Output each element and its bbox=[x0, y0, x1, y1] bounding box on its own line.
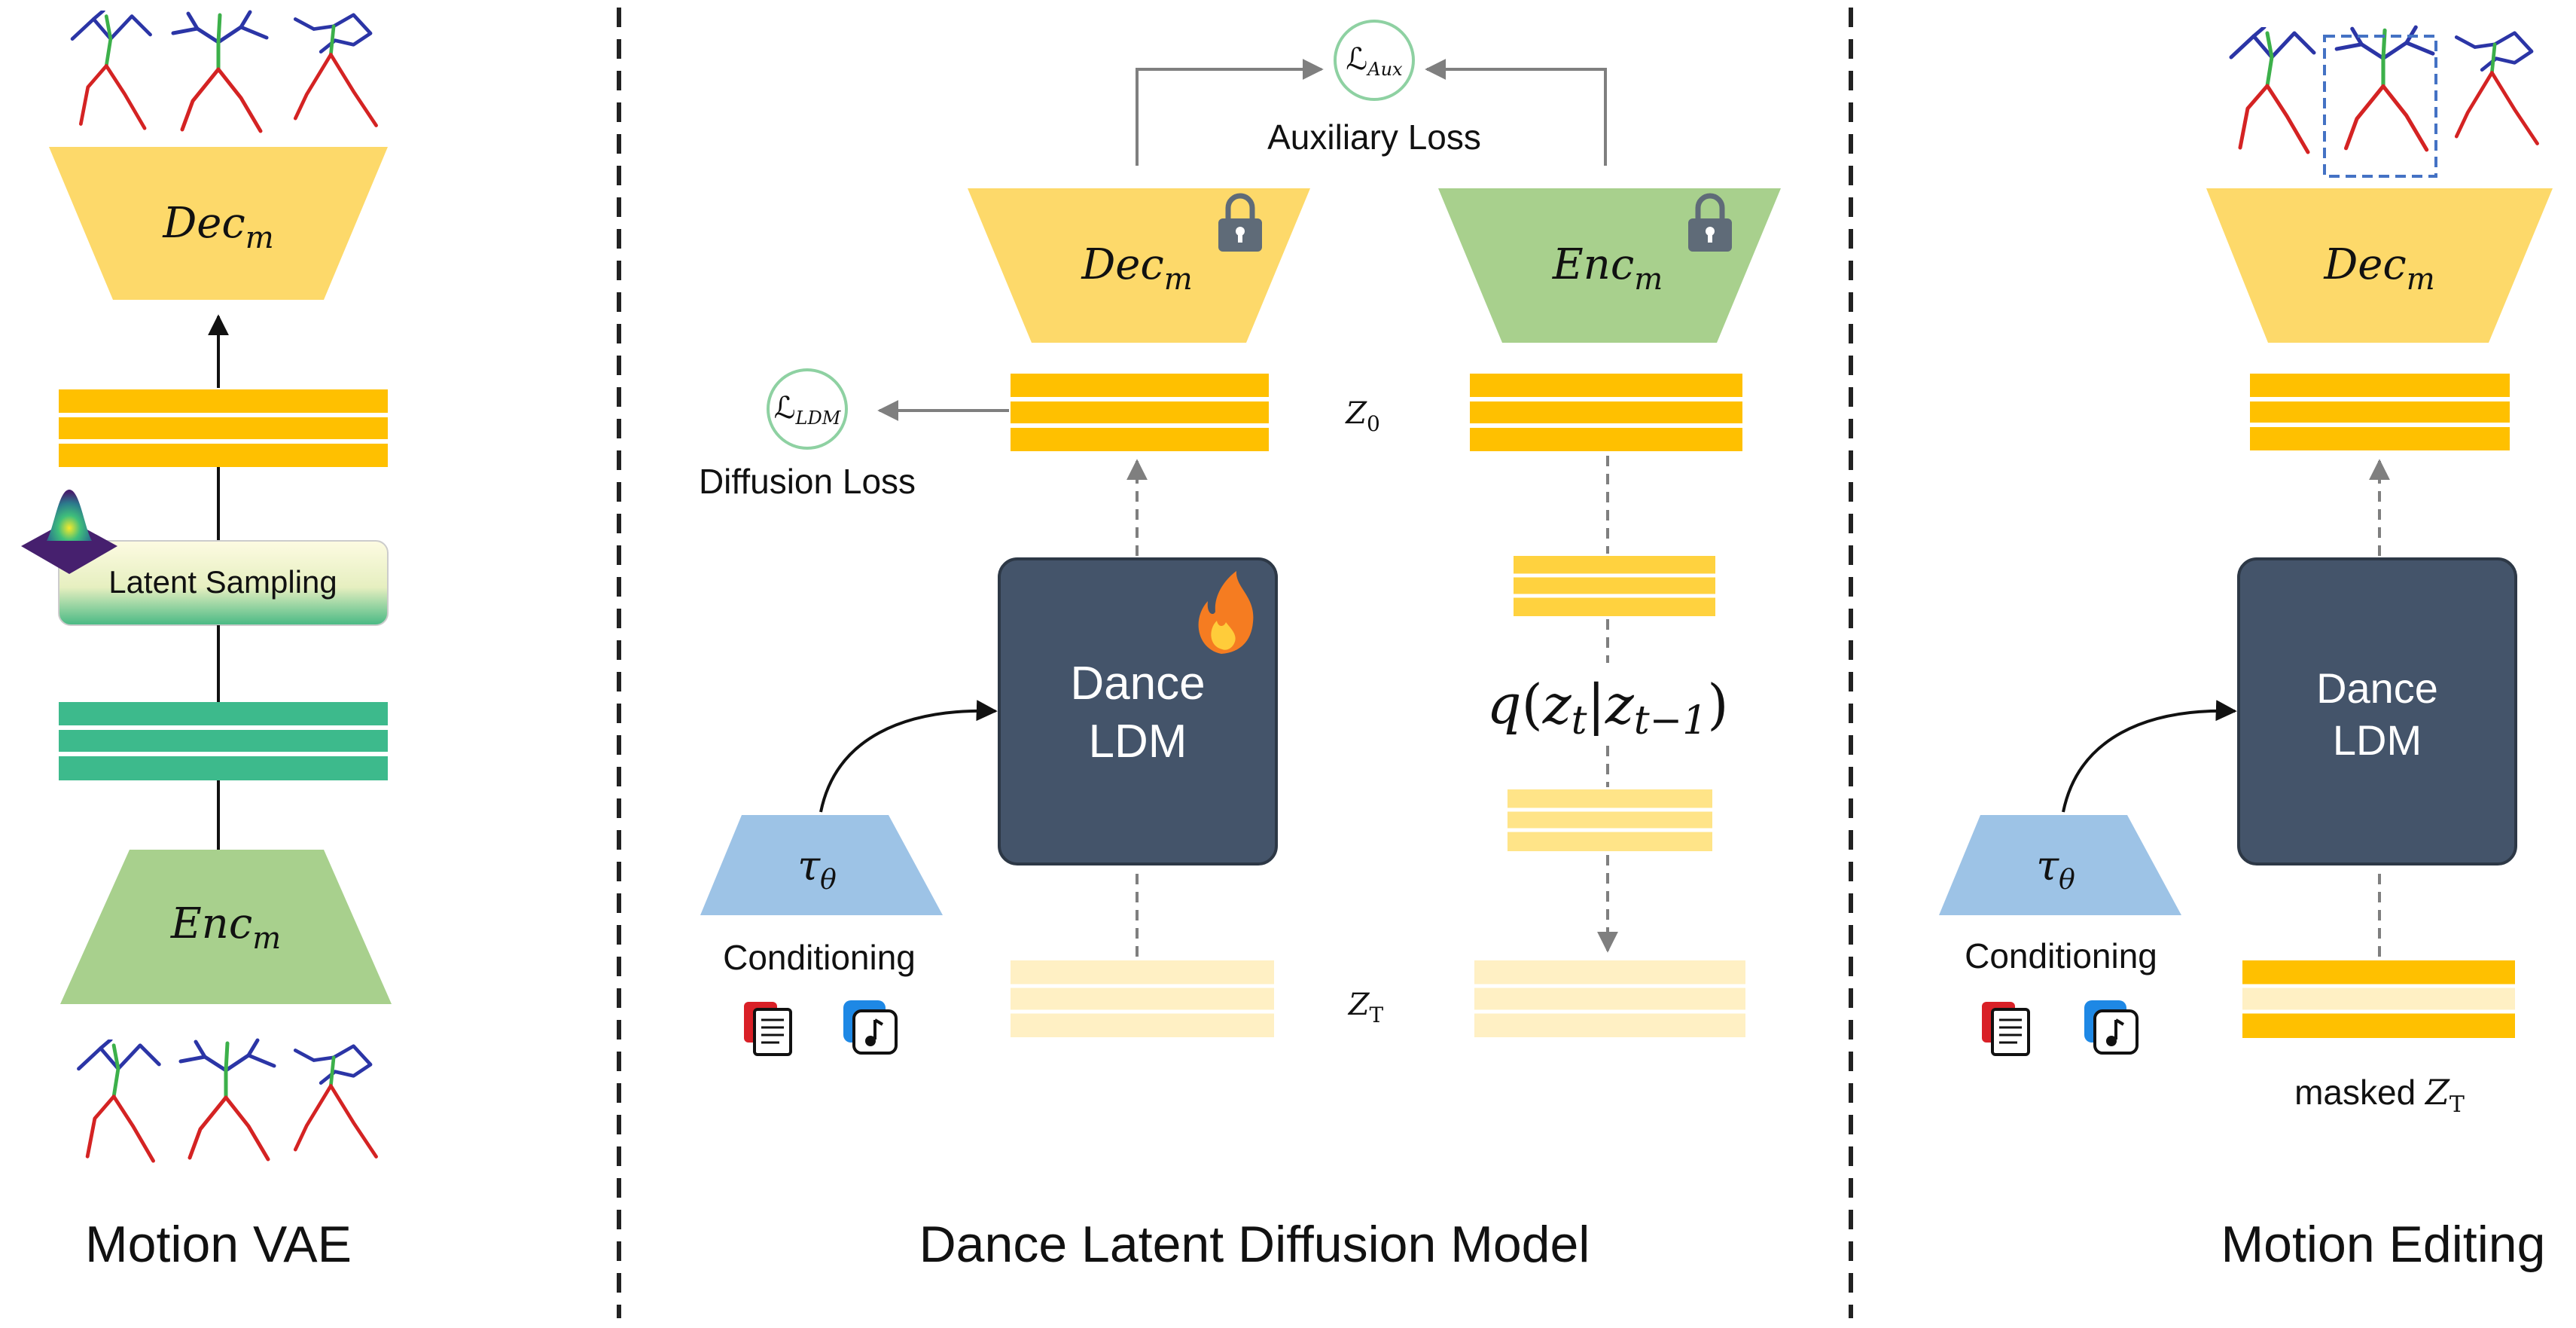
text-document-icon bbox=[744, 1002, 792, 1056]
ldm-loss-symbol: ℒLDM bbox=[774, 391, 842, 429]
latent-sampling-box bbox=[58, 540, 389, 626]
aux-arrow-from-encoder bbox=[1425, 59, 1607, 166]
dance-skeleton-icon bbox=[72, 11, 376, 131]
ldm-section: ℒAux Auxiliary Loss Decm Encm ℒLDM Diffu… bbox=[699, 20, 1781, 1273]
forward-process-formula: q(zt|zt−1) bbox=[1487, 673, 1729, 743]
editing-decoder-block bbox=[2206, 188, 2553, 343]
conditioning-block bbox=[700, 815, 943, 915]
conditioning-symbol: τθ bbox=[797, 842, 837, 896]
editing-conditioning-arrow bbox=[2062, 700, 2237, 813]
ldm-loss-label: Diffusion Loss bbox=[699, 462, 916, 501]
dance-ldm-label-line2: LDM bbox=[1089, 716, 1187, 768]
ldm-section-title: Dance Latent Diffusion Model bbox=[919, 1216, 1590, 1273]
editing-conditioning-symbol: τθ bbox=[2036, 842, 2075, 896]
dance-ldm-label-line1: Dance bbox=[1070, 658, 1205, 710]
latent-sampling-label: Latent Sampling bbox=[108, 564, 337, 600]
masked-zt-label: masked ZT bbox=[2294, 1072, 2465, 1118]
z0-label: Z0 bbox=[1344, 396, 1380, 436]
ldm-loss-circle bbox=[767, 368, 848, 450]
edited-frame-highlight bbox=[2323, 35, 2437, 178]
dance-skeleton-icon bbox=[79, 1040, 376, 1161]
vae-encoder-block bbox=[60, 850, 392, 1004]
conditioning-label: Conditioning bbox=[723, 938, 916, 977]
music-note-icon bbox=[2084, 1000, 2139, 1055]
aux-loss-circle bbox=[1334, 20, 1415, 101]
lock-icon bbox=[1218, 193, 1262, 252]
ldm-predicted-z0 bbox=[1011, 374, 1269, 451]
editing-ldm-label-line2: LDM bbox=[2333, 716, 2422, 764]
vae-encoder-label: Encm bbox=[170, 899, 281, 956]
text-document-icon bbox=[1982, 1002, 2030, 1056]
ldm-decoder-label: Decm bbox=[1081, 240, 1192, 297]
conditioning-arrow bbox=[819, 700, 998, 813]
editing-section: Decm Dance LDM τθ Conditioning bbox=[1939, 27, 2553, 1273]
gaussian-surface-icon bbox=[21, 490, 117, 574]
editing-conditioning-block bbox=[1939, 815, 2181, 915]
lock-icon bbox=[1688, 193, 1732, 252]
aux-arrow-from-decoder bbox=[1136, 59, 1324, 166]
editing-conditioning-label: Conditioning bbox=[1965, 936, 2157, 975]
ldm-encoded-z0 bbox=[1470, 374, 1742, 451]
ldm-encoder-label: Encm bbox=[1552, 240, 1663, 297]
editing-dance-ldm-box bbox=[2237, 557, 2517, 865]
ldm-zt-noise-left bbox=[1011, 960, 1274, 1037]
aux-loss-symbol: ℒAux bbox=[1346, 42, 1403, 80]
editing-z0-latent bbox=[2250, 374, 2510, 450]
editing-ldm-label-line1: Dance bbox=[2316, 664, 2438, 712]
forward-latent-mid bbox=[1514, 556, 1715, 616]
dance-skeleton-icon bbox=[2231, 27, 2538, 152]
masked-zt-latent bbox=[2242, 960, 2515, 1038]
editing-section-title: Motion Editing bbox=[2221, 1216, 2546, 1273]
zt-label: ZT bbox=[1347, 988, 1384, 1027]
vae-decoder-label: Decm bbox=[162, 199, 273, 255]
motion-vae-section: Decm Latent Sampling Encm bbox=[21, 11, 392, 1273]
vae-latent-green bbox=[59, 702, 388, 780]
aux-loss-label: Auxiliary Loss bbox=[1267, 118, 1481, 157]
vae-latent-gold bbox=[59, 389, 388, 467]
music-note-icon bbox=[843, 1000, 898, 1055]
vae-decoder-block bbox=[49, 147, 388, 300]
vae-section-title: Motion VAE bbox=[85, 1216, 352, 1273]
editing-decoder-label: Decm bbox=[2323, 240, 2434, 297]
forward-latent-noisier bbox=[1507, 789, 1712, 851]
fire-icon bbox=[1198, 571, 1254, 654]
ldm-zt-noise-right bbox=[1474, 960, 1745, 1037]
